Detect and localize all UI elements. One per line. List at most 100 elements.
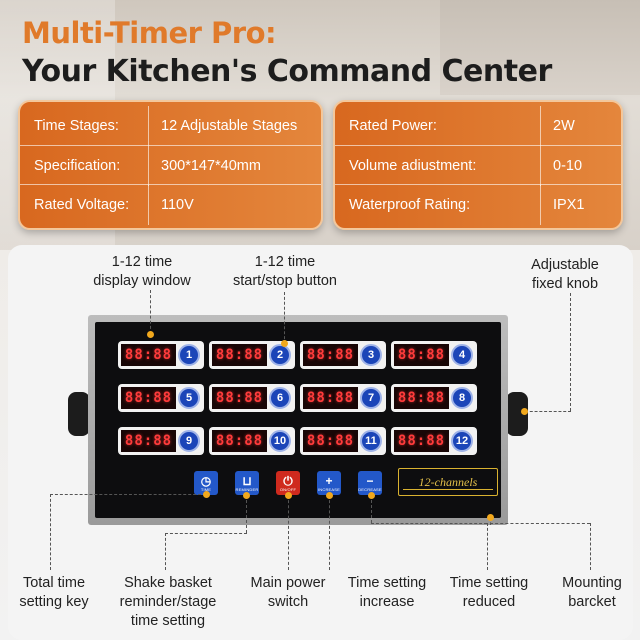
leader-line: [150, 290, 151, 334]
label-line: setting key: [19, 594, 89, 610]
spec-key: Rated Power:: [349, 118, 437, 134]
label-reduced: Time setting reduced: [440, 574, 538, 612]
spec-value: IPX1: [540, 184, 584, 225]
spec-value: 300*147*40mm: [148, 145, 261, 186]
label-line: Total time: [22, 575, 86, 591]
spec-key: Rated Voltage:: [34, 196, 130, 213]
start-stop-button[interactable]: 3: [360, 344, 382, 366]
leader-dot: [243, 492, 250, 499]
time-display: 88:88: [394, 430, 449, 452]
start-stop-button[interactable]: 5: [178, 387, 200, 409]
key-label: ON/OFF: [279, 486, 297, 492]
leader-dot: [147, 331, 154, 338]
label-line: increase: [359, 594, 415, 610]
right-knob[interactable]: [506, 392, 528, 436]
start-stop-button[interactable]: 6: [269, 387, 291, 409]
on-off-key[interactable]: ⏻ON/OFF: [276, 471, 300, 495]
headline: Multi-Timer Pro:: [22, 16, 277, 50]
label-line: start/stop button: [233, 273, 337, 289]
label-total-time: Total time setting key: [2, 574, 106, 612]
label-line: Main power: [250, 575, 326, 591]
key-label: TIME: [200, 486, 212, 492]
spec-key: Waterproof Rating:: [349, 196, 471, 213]
reminder-key[interactable]: ⊔REMINDER: [235, 471, 259, 495]
leader-line: [50, 494, 51, 570]
plus-icon: +: [325, 473, 333, 488]
label-line: Time setting: [347, 575, 427, 591]
start-stop-button[interactable]: 7: [360, 387, 382, 409]
label-knob: Adjustable fixed knob: [515, 256, 615, 294]
spec-row: Volume adiustment: 0-10: [335, 145, 621, 186]
leader-dot: [326, 492, 333, 499]
time-display: 88:88: [212, 387, 267, 409]
leader-line: [490, 518, 491, 525]
time-display: 88:88: [394, 387, 449, 409]
time-display: 88:88: [303, 387, 358, 409]
start-stop-button[interactable]: 9: [178, 430, 200, 452]
time-display: 88:88: [303, 344, 358, 366]
label-display-window: 1-12 time display window: [82, 253, 202, 291]
channels-badge: 12-channels: [398, 468, 498, 496]
left-knob[interactable]: [68, 392, 90, 436]
label-line: switch: [267, 594, 309, 610]
leader-line: [50, 494, 206, 495]
label-line: reminder/stage: [119, 594, 217, 610]
time-display: 88:88: [121, 430, 176, 452]
start-stop-button[interactable]: 12: [451, 430, 473, 452]
start-stop-button[interactable]: 2: [269, 344, 291, 366]
spec-row: Time Stages: 12 Adjustable Stages: [20, 106, 321, 146]
start-stop-button[interactable]: 11: [360, 430, 382, 452]
leader-line: [371, 523, 487, 524]
label-line: barcket: [568, 594, 616, 610]
start-stop-button[interactable]: 10: [269, 430, 291, 452]
spec-key: Specification:: [34, 157, 121, 174]
leader-line: [329, 495, 330, 570]
time-display: 88:88: [121, 344, 176, 366]
clock-icon: ◷: [200, 473, 212, 488]
time-display: 88:88: [212, 430, 267, 452]
key-label: INCREASE: [317, 486, 341, 492]
leader-dot: [281, 340, 288, 347]
spec-row: Rated Power: 2W: [335, 106, 621, 146]
spec-value: 2W: [540, 106, 575, 146]
time-display: 88:88: [394, 344, 449, 366]
start-stop-button[interactable]: 1: [178, 344, 200, 366]
label-line: reduced: [462, 594, 516, 610]
leader-line: [288, 495, 289, 570]
label-main-power: Main power switch: [240, 574, 336, 612]
time-display: 88:88: [121, 387, 176, 409]
leader-line: [165, 533, 247, 534]
label-mounting: Mounting barcket: [548, 574, 636, 612]
increase-key[interactable]: +INCREASE: [317, 471, 341, 495]
label-start-stop: 1-12 time start/stop button: [225, 253, 345, 291]
leader-line: [490, 523, 590, 524]
basket-icon: ⊔: [242, 473, 252, 488]
time-display: 88:88: [303, 430, 358, 452]
leader-line: [525, 411, 571, 412]
label-increase: Time setting increase: [338, 574, 436, 612]
spec-row: Rated Voltage: 110V: [20, 184, 321, 225]
key-label: REMINDER: [235, 486, 259, 492]
start-stop-button[interactable]: 8: [451, 387, 473, 409]
spec-table-right: Rated Power: 2W Volume adiustment: 0-10 …: [333, 100, 623, 230]
leader-dot: [285, 492, 292, 499]
label-line: display window: [93, 273, 191, 289]
decrease-key[interactable]: −DECREASE: [358, 471, 382, 495]
spec-row: Waterproof Rating: IPX1: [335, 184, 621, 225]
start-stop-button[interactable]: 4: [451, 344, 473, 366]
power-icon: ⏻: [283, 473, 293, 488]
label-line: 1-12 time: [254, 254, 316, 270]
label-line: time setting: [130, 613, 206, 629]
minus-icon: −: [366, 473, 374, 488]
label-line: Time setting: [449, 575, 529, 591]
spec-value: 12 Adjustable Stages: [148, 106, 297, 146]
label-line: fixed knob: [531, 276, 599, 292]
